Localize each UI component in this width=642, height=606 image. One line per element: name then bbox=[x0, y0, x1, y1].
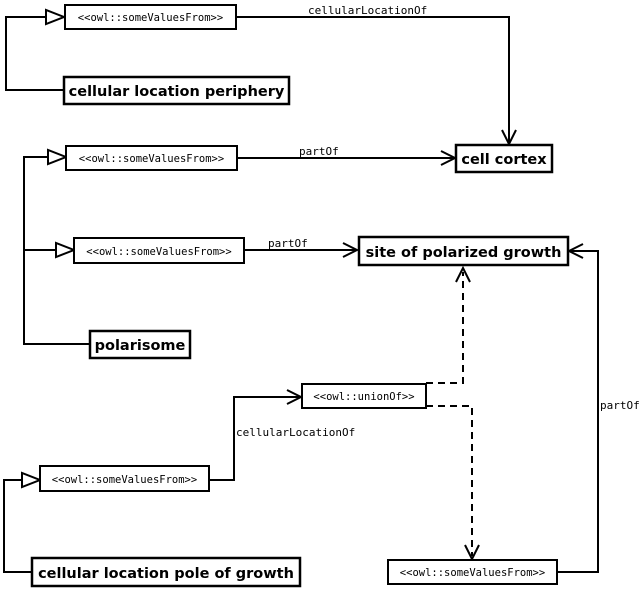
node-site-of-polarized-growth[interactable]: site of polarized growth bbox=[357, 235, 570, 267]
edge-cellularLocationOf-1 bbox=[236, 16, 510, 143]
node-site-of-polarized-growth-label: site of polarized growth bbox=[366, 245, 562, 261]
node-svf-1-label: <<owl::someValuesFrom>> bbox=[78, 12, 223, 24]
node-union-of-label: <<owl::unionOf>> bbox=[313, 391, 414, 403]
union-link-site bbox=[426, 272, 464, 384]
node-polarisome-label: polarisome bbox=[95, 338, 186, 354]
node-cell-cortex-label: cell cortex bbox=[461, 152, 547, 168]
union-link-svf5 bbox=[426, 405, 473, 556]
node-svf-4[interactable]: <<owl::someValuesFrom>> bbox=[39, 465, 210, 492]
node-svf-5-label: <<owl::someValuesFrom>> bbox=[400, 567, 545, 579]
node-union-of[interactable]: <<owl::unionOf>> bbox=[301, 383, 427, 409]
node-svf-2[interactable]: <<owl::someValuesFrom>> bbox=[65, 145, 238, 171]
edge-label-cellularLocationOf-2: cellularLocationOf bbox=[236, 426, 355, 439]
edge-cellularLocationOf-2 bbox=[209, 396, 300, 481]
node-svf-3[interactable]: <<owl::someValuesFrom>> bbox=[73, 237, 245, 264]
node-svf-3-label: <<owl::someValuesFrom>> bbox=[86, 246, 231, 258]
generalization-arrowhead-3 bbox=[55, 241, 77, 259]
generalization-arrowhead-4 bbox=[21, 471, 43, 489]
node-cellular-location-pole-of-growth-label: cellular location pole of growth bbox=[38, 566, 294, 582]
open-arrowhead-5 bbox=[455, 265, 471, 283]
node-svf-5[interactable]: <<owl::someValuesFrom>> bbox=[387, 559, 558, 585]
node-cellular-location-pole-of-growth[interactable]: cellular location pole of growth bbox=[30, 556, 302, 588]
generalization-arrowhead-1 bbox=[45, 8, 67, 26]
edge-label-cellularLocationOf-1: cellularLocationOf bbox=[308, 4, 427, 17]
node-cell-cortex[interactable]: cell cortex bbox=[454, 143, 554, 174]
node-cellular-location-periphery[interactable]: cellular location periphery bbox=[62, 75, 291, 106]
edge-label-partOf-3: partOf bbox=[600, 399, 640, 412]
generalization-pole bbox=[3, 479, 32, 573]
edge-labels: cellularLocationOf partOf partOf cellula… bbox=[236, 4, 640, 439]
node-svf-1[interactable]: <<owl::someValuesFrom>> bbox=[64, 4, 237, 30]
edge-label-partOf-2: partOf bbox=[268, 237, 308, 250]
edge-partOf-3 bbox=[557, 250, 599, 573]
generalization-arrowhead-2 bbox=[47, 148, 69, 166]
node-svf-4-label: <<owl::someValuesFrom>> bbox=[52, 474, 197, 486]
open-arrowhead-3 bbox=[342, 242, 360, 258]
node-polarisome[interactable]: polarisome bbox=[88, 329, 192, 360]
node-cellular-location-periphery-label: cellular location periphery bbox=[69, 84, 285, 100]
node-svf-2-label: <<owl::someValuesFrom>> bbox=[79, 153, 224, 165]
generalization-periphery bbox=[5, 16, 64, 91]
edge-label-partOf-1: partOf bbox=[299, 145, 339, 158]
